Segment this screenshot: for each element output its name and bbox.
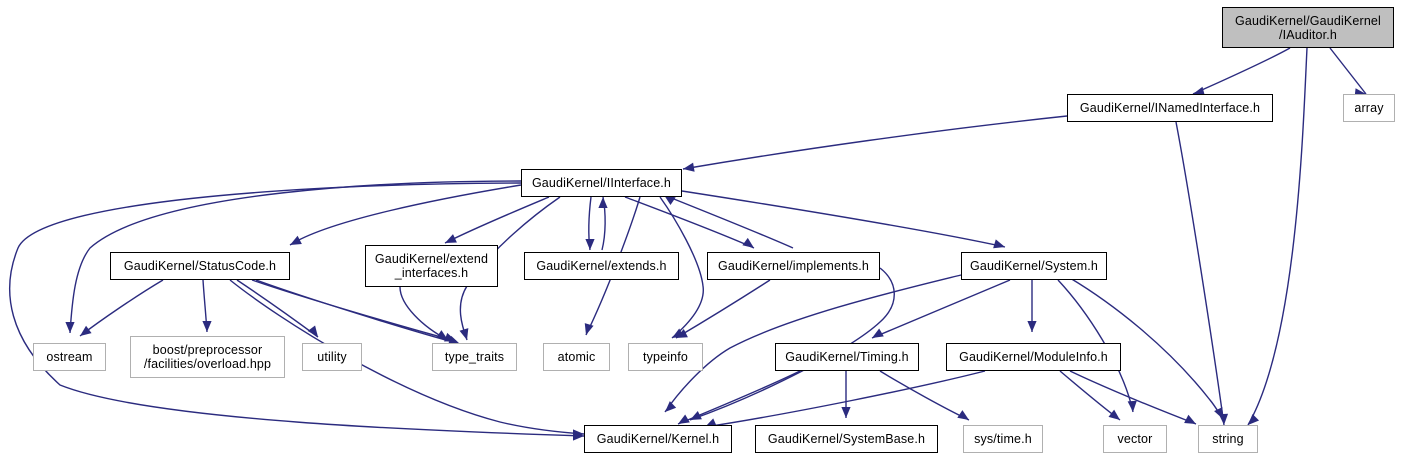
edge-iinterface-to-system <box>681 190 1006 249</box>
node-label: string <box>1212 432 1244 446</box>
node-array[interactable]: array <box>1343 94 1395 122</box>
edge-statuscode-to-boost_overload <box>202 279 212 333</box>
node-label: typeinfo <box>643 350 688 364</box>
node-label: GaudiKernel/IInterface.h <box>531 176 672 190</box>
node-label: array <box>1354 101 1384 115</box>
node-ostream[interactable]: ostream <box>33 343 106 371</box>
node-typeinfo[interactable]: typeinfo <box>628 343 703 371</box>
node-label: atomic <box>557 350 596 364</box>
edge-system-to-string <box>1069 277 1224 420</box>
edge-iauditor-to-inamedinterface <box>1192 47 1291 96</box>
edge-extend_if-to-type_traits <box>399 286 449 341</box>
node-extends[interactable]: GaudiKernel/extends.h <box>524 252 679 280</box>
node-implements[interactable]: GaudiKernel/implements.h <box>707 252 880 280</box>
node-system[interactable]: GaudiKernel/System.h <box>961 252 1107 280</box>
node-statuscode[interactable]: GaudiKernel/StatusCode.h <box>110 252 290 280</box>
node-timing[interactable]: GaudiKernel/Timing.h <box>775 343 919 371</box>
node-atomic[interactable]: atomic <box>543 343 610 371</box>
node-iauditor[interactable]: GaudiKernel/GaudiKernel /IAuditor.h <box>1222 7 1394 48</box>
node-label: GaudiKernel/Kernel.h <box>596 432 720 446</box>
edge-timing-to-systembase <box>841 371 851 418</box>
edge-inamedinterface-to-string <box>1175 121 1229 426</box>
edge-iauditor-to-string <box>1247 47 1308 426</box>
node-label: GaudiKernel/Timing.h <box>785 350 909 364</box>
node-systembase[interactable]: GaudiKernel/SystemBase.h <box>755 425 938 453</box>
edge-iinterface-to-statuscode <box>289 184 522 246</box>
edge-statuscode-to-type_traits <box>255 279 461 345</box>
edge-iauditor-to-array <box>1329 47 1367 98</box>
edge-moduleinfo-to-kernel <box>704 370 986 428</box>
node-label: boost/preprocessor /facilities/overload.… <box>143 343 272 371</box>
node-label: utility <box>317 350 347 364</box>
edge-implements-to-typeinfo <box>675 279 771 339</box>
edge-implements-to-iinterface <box>663 194 794 249</box>
node-label: GaudiKernel/GaudiKernel /IAuditor.h <box>1235 13 1381 42</box>
edge-timing-to-kernel <box>677 370 801 425</box>
edge-iinterface-to-extend_if <box>444 196 550 244</box>
node-label: GaudiKernel/extends.h <box>536 259 667 273</box>
node-label: GaudiKernel/System.h <box>969 259 1099 273</box>
node-string[interactable]: string <box>1198 425 1258 453</box>
node-boost_overload[interactable]: boost/preprocessor /facilities/overload.… <box>130 336 285 378</box>
edge-system-to-timing <box>871 279 1011 339</box>
edge-statuscode-to-ostream <box>79 279 164 337</box>
node-vector[interactable]: vector <box>1103 425 1167 453</box>
node-inamedinterface[interactable]: GaudiKernel/INamedInterface.h <box>1067 94 1273 122</box>
node-utility[interactable]: utility <box>302 343 362 371</box>
edge-extends-to-iinterface <box>598 196 608 251</box>
node-label: ostream <box>46 350 93 364</box>
node-label: GaudiKernel/StatusCode.h <box>123 259 277 273</box>
node-label: GaudiKernel/SystemBase.h <box>767 432 926 446</box>
node-iinterface[interactable]: GaudiKernel/IInterface.h <box>521 169 682 197</box>
node-kernel[interactable]: GaudiKernel/Kernel.h <box>584 425 732 453</box>
node-label: GaudiKernel/ModuleInfo.h <box>959 350 1108 364</box>
node-label: GaudiKernel/extend _interfaces.h <box>374 252 489 280</box>
edge-statuscode-to-utility <box>236 279 319 338</box>
edge-system-to-vector <box>1057 279 1137 413</box>
node-label: vector <box>1117 432 1153 446</box>
node-type_traits[interactable]: type_traits <box>432 343 517 371</box>
edge-system-to-kernel <box>664 274 962 413</box>
node-label: GaudiKernel/implements.h <box>718 259 869 273</box>
edge-inamedinterface-to-iinterface <box>682 115 1068 172</box>
node-label: sys/time.h <box>974 432 1032 446</box>
edge-statuscode-to-kernel <box>229 279 585 439</box>
edge-iinterface-to-extends <box>585 196 595 251</box>
edge-system-to-moduleinfo <box>1027 279 1037 332</box>
edge-iinterface-to-kernel <box>8 182 585 441</box>
edge-moduleinfo-to-vector <box>1059 370 1121 421</box>
node-label: GaudiKernel/INamedInterface.h <box>1079 101 1261 115</box>
node-label: type_traits <box>444 350 505 364</box>
node-moduleinfo[interactable]: GaudiKernel/ModuleInfo.h <box>946 343 1121 371</box>
edge-iinterface-to-ostream <box>65 180 522 334</box>
edge-timing-to-systime <box>879 370 970 421</box>
edge-moduleinfo-to-string <box>1069 370 1197 425</box>
node-extend_if[interactable]: GaudiKernel/extend _interfaces.h <box>365 245 498 287</box>
node-systime[interactable]: sys/time.h <box>963 425 1043 453</box>
